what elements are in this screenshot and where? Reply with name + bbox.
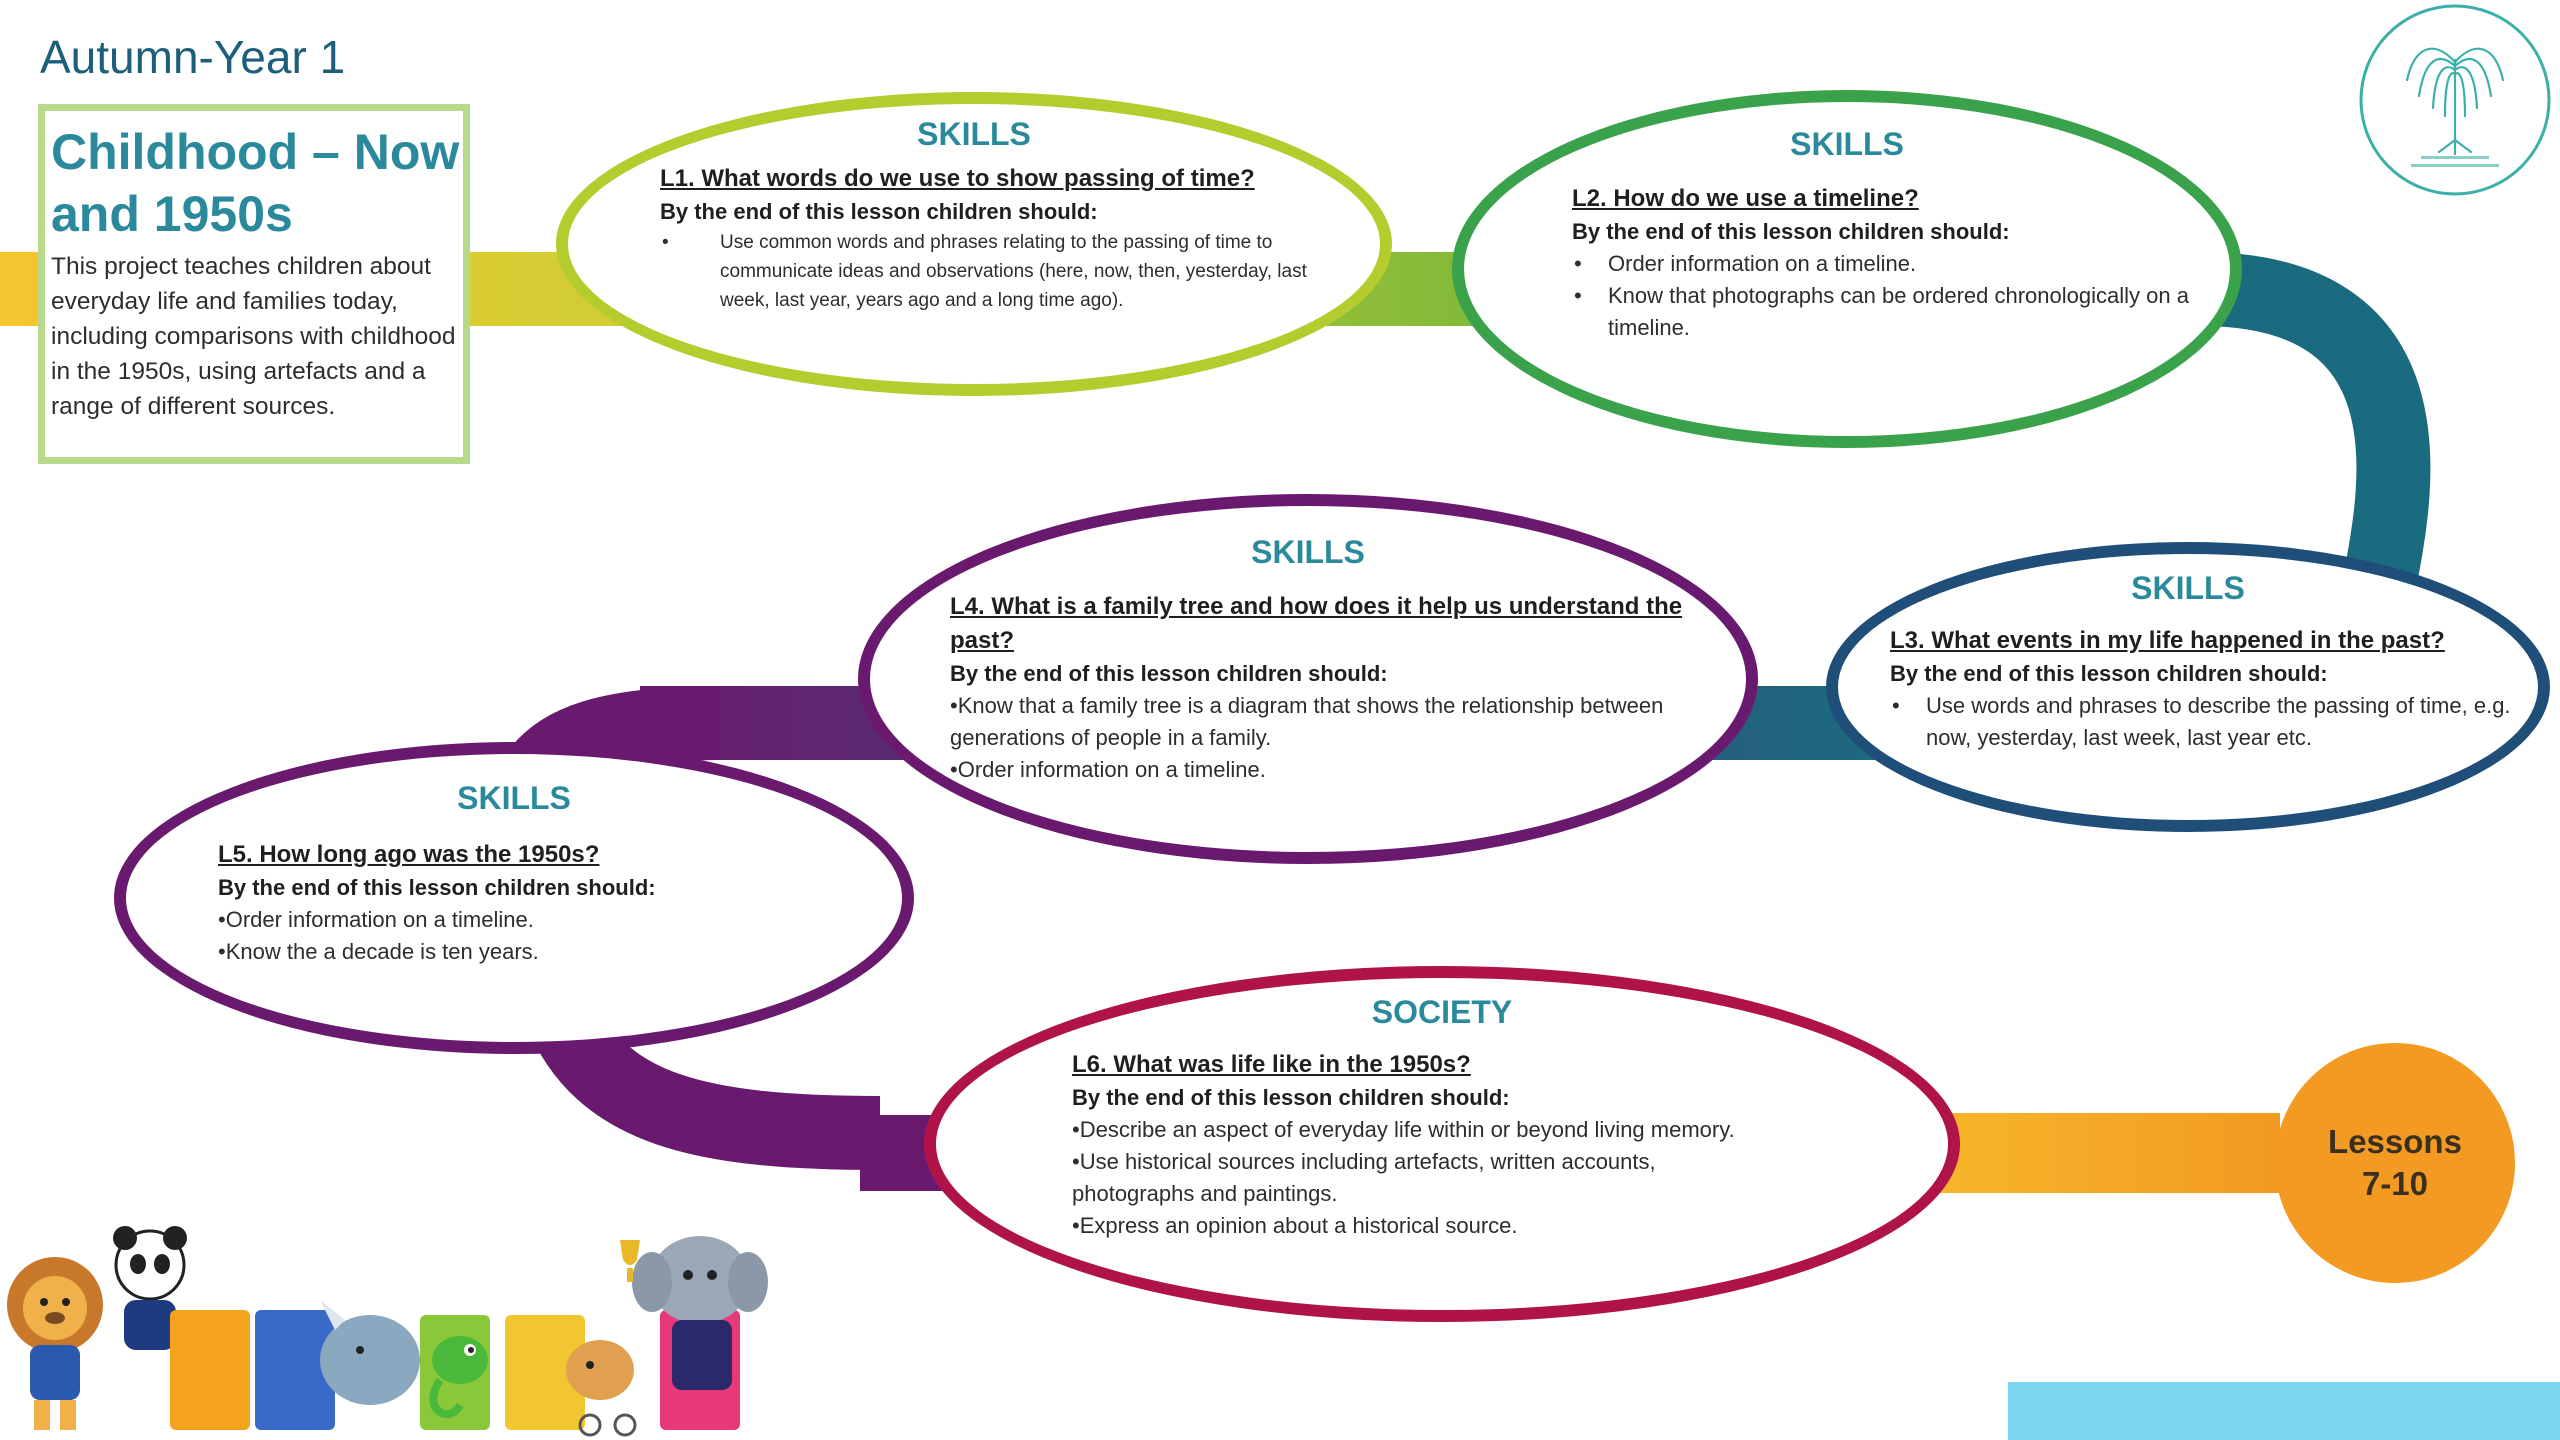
pride-mascots-banner-icon xyxy=(7,1226,768,1437)
lesson-2-heading: SKILLS xyxy=(1790,126,1904,162)
lesson-4-content: L4. What is a family tree and how does i… xyxy=(950,590,1710,786)
objective-item: Know the a decade is ten years. xyxy=(218,936,838,968)
lesson-node-5: SKILLS L5. How long ago was the 1950s? B… xyxy=(114,742,914,1054)
lesson-2-intro: By the end of this lesson children shoul… xyxy=(1572,219,2010,244)
next-lessons-circle: Lessons 7-10 xyxy=(2275,1043,2515,1283)
objective-item: Use historical sources including artefac… xyxy=(1072,1146,1772,1210)
lesson-2-question: L2. How do we use a timeline? xyxy=(1572,185,1919,212)
lesson-2-content: L2. How do we use a timeline? By the end… xyxy=(1572,182,2222,344)
lesson-node-4: SKILLS L4. What is a family tree and how… xyxy=(858,494,1758,864)
objective-item: Know that photographs can be ordered chr… xyxy=(1572,280,2222,344)
lesson-5-objectives: Order information on a timeline. Know th… xyxy=(218,904,838,968)
objective-item: Use words and phrases to describe the pa… xyxy=(1890,690,2530,754)
objective-item: Describe an aspect of everyday life with… xyxy=(1072,1114,1772,1146)
lesson-3-content: L3. What events in my life happened in t… xyxy=(1890,624,2530,754)
objective-item: Order information on a timeline. xyxy=(218,904,838,936)
lesson-3-intro: By the end of this lesson children shoul… xyxy=(1890,661,2328,686)
project-description: This project teaches children about ever… xyxy=(51,253,456,420)
objective-item: Express an opinion about a historical so… xyxy=(1072,1210,1772,1242)
lesson-5-intro: By the end of this lesson children shoul… xyxy=(218,875,656,900)
lesson-node-1: SKILLS L1. What words do we use to show … xyxy=(556,92,1392,396)
lesson-1-objectives: Use common words and phrases relating to… xyxy=(660,228,1320,315)
lesson-6-heading: SOCIETY xyxy=(1371,994,1513,1030)
lesson-node-2: SKILLS L2. How do we use a timeline? By … xyxy=(1452,90,2242,448)
path-bottom-band xyxy=(1900,1113,2280,1193)
lesson-1-intro: By the end of this lesson children shoul… xyxy=(660,199,1098,224)
objective-item: Use common words and phrases relating to… xyxy=(660,228,1320,315)
lesson-5-content: L5. How long ago was the 1950s? By the e… xyxy=(218,838,838,968)
lesson-1-content: L1. What words do we use to show passing… xyxy=(660,162,1320,315)
lesson-6-question: L6. What was life like in the 1950s? xyxy=(1072,1051,1471,1078)
willow-tree-logo-icon xyxy=(2359,4,2551,196)
lesson-5-heading: SKILLS xyxy=(457,780,571,816)
project-intro-box: Childhood – Now and 1950s This project t… xyxy=(38,104,470,464)
lesson-node-3: SKILLS L3. What events in my life happen… xyxy=(1826,542,2550,832)
objective-item: Know that a family tree is a diagram tha… xyxy=(950,690,1710,754)
lesson-5-question: L5. How long ago was the 1950s? xyxy=(218,841,600,868)
lesson-3-heading: SKILLS xyxy=(2131,570,2245,606)
corner-strip xyxy=(2008,1382,2560,1440)
lesson-4-intro: By the end of this lesson children shoul… xyxy=(950,661,1388,686)
next-lessons-line2: 7-10 xyxy=(2361,1165,2429,1202)
path-right-arc xyxy=(2199,252,2431,588)
objective-item: Order information on a timeline. xyxy=(1572,248,2222,280)
lesson-3-question: L3. What events in my life happened in t… xyxy=(1890,627,2445,654)
lesson-2-objectives: Order information on a timeline. Know th… xyxy=(1572,248,2222,344)
lesson-4-objectives: Know that a family tree is a diagram tha… xyxy=(950,690,1710,786)
lesson-6-intro: By the end of this lesson children shoul… xyxy=(1072,1085,1510,1110)
lesson-6-content: L6. What was life like in the 1950s? By … xyxy=(1072,1048,1772,1242)
objective-item: Order information on a timeline. xyxy=(950,754,1710,786)
lesson-3-objectives: Use words and phrases to describe the pa… xyxy=(1890,690,2530,754)
lesson-4-question: L4. What is a family tree and how does i… xyxy=(950,593,1683,654)
lesson-1-heading: SKILLS xyxy=(917,116,1031,152)
next-lessons-line1: Lessons xyxy=(2328,1123,2462,1160)
lesson-6-objectives: Describe an aspect of everyday life with… xyxy=(1072,1114,1772,1242)
project-title: Childhood – Now and 1950s xyxy=(51,124,460,242)
term-title: Autumn-Year 1 xyxy=(40,31,346,83)
lesson-node-6: SOCIETY L6. What was life like in the 19… xyxy=(924,966,1960,1322)
lesson-4-heading: SKILLS xyxy=(1251,534,1365,570)
lesson-1-question: L1. What words do we use to show passing… xyxy=(660,165,1255,192)
